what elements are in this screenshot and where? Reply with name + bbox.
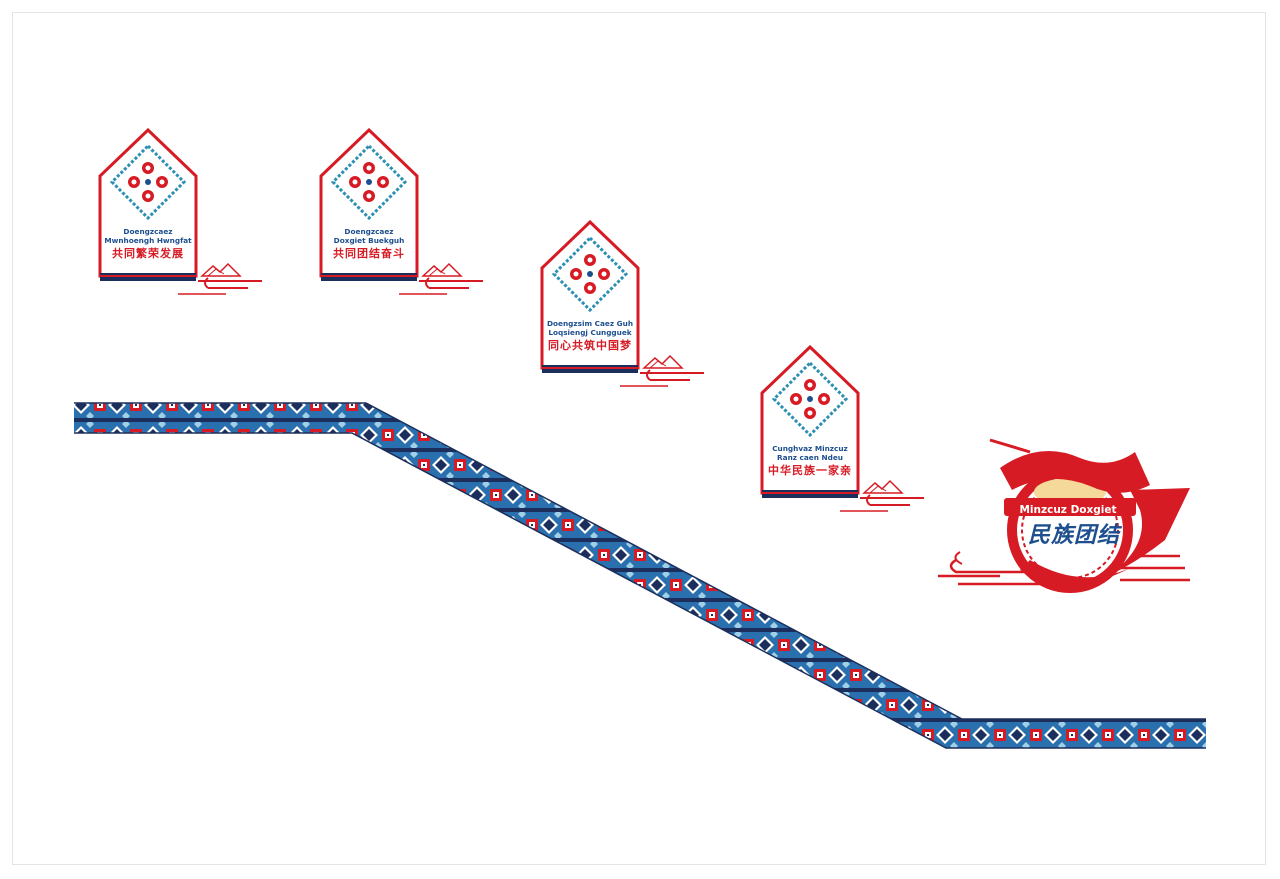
sign-title: 共同繁荣发展 (112, 247, 184, 260)
sign-subtitle-line1: Cunghvaz Minzcuz (772, 444, 848, 453)
sign-frame (98, 128, 262, 295)
canvas-border (12, 12, 1266, 865)
sign-title: 同心共筑中国梦 (548, 339, 632, 352)
sign-1: Doengzcaez Mwnhoengh Hwngfat 共同繁荣发展 (98, 128, 262, 298)
sign-subtitle-line2: Ranz caen Ndeu (777, 453, 843, 462)
emblem-english-title: Minzcuz Doxgiet (1019, 504, 1117, 516)
sign-frame (540, 220, 704, 387)
sign-2: Doengzcaez Doxgiet Buekguh 共同团结奋斗 (319, 128, 483, 298)
sign-4: Cunghvaz Minzcuz Ranz caen Ndeu 中华民族一家亲 (760, 345, 924, 515)
sign-frame (319, 128, 483, 295)
sign-subtitle-line2: Doxgiet Buekguh (333, 236, 405, 245)
sign-3: Doengzsim Caez Guh Loqsiengj Cungguek 同心… (540, 220, 704, 390)
sign-subtitle-line2: Mwnhoengh Hwngfat (104, 236, 192, 245)
emblem-chinese-title: 民族团结 (1028, 522, 1121, 548)
sign-subtitle-line1: Doengzsim Caez Guh (546, 319, 634, 328)
sign-subtitle-line1: Doengzcaez (123, 227, 173, 236)
sign-title: 中华民族一家亲 (768, 464, 852, 477)
sign-frame (760, 345, 924, 512)
sign-subtitle-line2: Loqsiengj Cungguek (548, 328, 632, 337)
sign-subtitle-line1: Doengzcaez (344, 227, 394, 236)
sign-title: 共同团结奋斗 (333, 247, 405, 260)
